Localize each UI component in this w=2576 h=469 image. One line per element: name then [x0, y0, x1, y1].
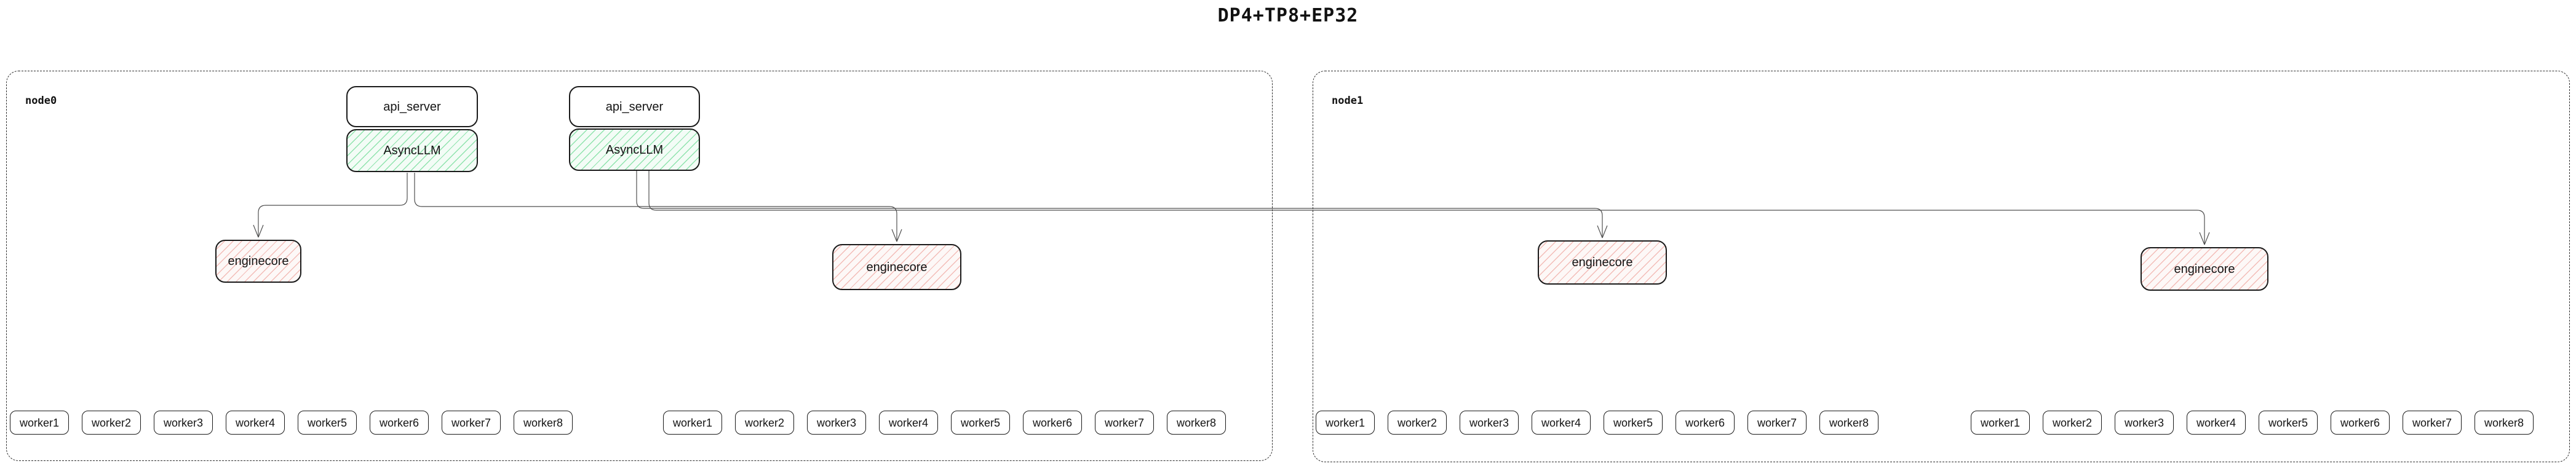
enginecore-box: enginecore: [2141, 247, 2268, 291]
worker-box: worker5: [298, 411, 357, 435]
worker-box: worker7: [1095, 411, 1154, 435]
api-server-box: api_server: [346, 86, 478, 127]
worker-box: worker2: [1388, 411, 1447, 435]
worker-box: worker3: [154, 411, 213, 435]
worker-box: worker4: [879, 411, 938, 435]
worker-box: worker7: [2403, 411, 2462, 435]
worker-box: worker4: [2187, 411, 2246, 435]
worker-box: worker5: [1604, 411, 1663, 435]
worker-box: worker3: [2115, 411, 2174, 435]
worker-box: worker3: [1460, 411, 1519, 435]
worker-box: worker1: [663, 411, 722, 435]
worker-box: worker8: [2475, 411, 2534, 435]
enginecore-box: enginecore: [215, 240, 301, 283]
worker-box: worker8: [1819, 411, 1878, 435]
worker-box: worker1: [1971, 411, 2030, 435]
worker-box: worker1: [10, 411, 69, 435]
enginecore-box: enginecore: [832, 244, 961, 290]
node-container-node1: node1: [1313, 71, 2570, 462]
worker-box: worker8: [1167, 411, 1226, 435]
worker-box: worker6: [1023, 411, 1082, 435]
diagram-title: DP4+TP8+EP32: [1217, 5, 1359, 26]
worker-box: worker6: [2331, 411, 2390, 435]
node-label-node1: node1: [1332, 95, 1364, 107]
enginecore-box: enginecore: [1538, 240, 1667, 285]
worker-box: worker2: [2043, 411, 2102, 435]
asyncllm-box: AsyncLLM: [569, 128, 700, 171]
worker-box: worker5: [951, 411, 1010, 435]
worker-box: worker4: [226, 411, 285, 435]
worker-box: worker4: [1532, 411, 1591, 435]
worker-box: worker6: [1676, 411, 1735, 435]
worker-box: worker7: [442, 411, 501, 435]
node-container-node0: node0: [6, 71, 1273, 461]
worker-box: worker8: [514, 411, 573, 435]
asyncllm-box: AsyncLLM: [346, 129, 478, 172]
worker-box: worker3: [807, 411, 866, 435]
worker-box: worker5: [2259, 411, 2318, 435]
worker-box: worker2: [735, 411, 794, 435]
worker-box: worker6: [370, 411, 429, 435]
api-server-box: api_server: [569, 86, 700, 127]
worker-box: worker2: [82, 411, 141, 435]
worker-box: worker7: [1747, 411, 1807, 435]
node-label-node0: node0: [25, 95, 57, 107]
worker-box: worker1: [1316, 411, 1375, 435]
